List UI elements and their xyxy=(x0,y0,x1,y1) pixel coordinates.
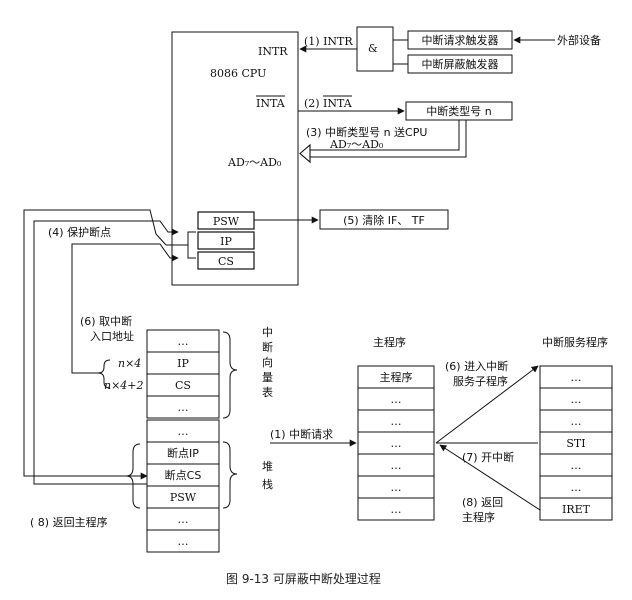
pin-ad-label: AD₇～AD₀ xyxy=(227,156,282,169)
stack-label-char: 堆 xyxy=(262,460,273,473)
isr-cell: … xyxy=(571,371,582,384)
isr-cell: … xyxy=(571,415,582,428)
step6-left-line1: (6) 取中断 xyxy=(80,314,132,328)
stack-cell: … xyxy=(178,535,189,548)
isr-cell: … xyxy=(571,393,582,406)
vector-table: … IP CS … xyxy=(146,329,220,419)
step5-label: (5) 清除 IF、 TF xyxy=(343,213,425,227)
stack-label-char: 栈 xyxy=(262,477,273,491)
stack-cell: … xyxy=(178,425,189,438)
step6-enter-line2: 服务子程序 xyxy=(453,374,508,388)
step6-fetch-arrow xyxy=(71,243,179,374)
step8-return-line2: 主程序 xyxy=(462,510,495,524)
type-number-label: 中断类型号 n xyxy=(426,104,491,118)
stack-cell: … xyxy=(178,513,189,526)
main-cell: … xyxy=(391,393,402,406)
stack-cell: PSW xyxy=(170,491,197,504)
pin-intr-label: INTR xyxy=(258,45,288,58)
main-program-table: 主程序 … … … … … … xyxy=(357,365,435,521)
main-program-title: 主程序 xyxy=(373,335,406,349)
vector-label-char: 中 xyxy=(262,326,273,339)
main-cell: … xyxy=(391,481,402,494)
step4-label: (4) 保护断点 xyxy=(48,225,111,239)
vector-cell: … xyxy=(178,401,189,414)
vector-label-char: 向 xyxy=(262,355,273,369)
isr-table: … … … STI … … IRET xyxy=(539,365,613,521)
reg-cs-box xyxy=(197,251,255,270)
main-cell: … xyxy=(391,459,402,472)
stack-cell: 断点IP xyxy=(167,446,199,460)
vector-cell: … xyxy=(178,335,189,348)
addr-n42-label: n×4+2 xyxy=(104,379,144,392)
figure-caption: 图 9-13 可屏蔽中断处理过程 xyxy=(226,571,381,586)
request-trigger-label: 中断请求触发器 xyxy=(422,33,499,47)
stack-left-brace xyxy=(125,443,141,509)
addr-n4-label: n×4 xyxy=(118,357,141,370)
vector-cell: CS xyxy=(175,379,191,392)
main-cell: … xyxy=(391,437,402,450)
step8-return-loop xyxy=(33,220,179,485)
reg-ip-label: IP xyxy=(220,235,232,248)
vector-label-char: 断 xyxy=(262,340,273,354)
cpu-name: 8086 CPU xyxy=(210,67,266,80)
reg-psw-label: PSW xyxy=(213,215,240,228)
stack-cell: 断点CS xyxy=(165,468,202,482)
vector-label-char: 量 xyxy=(262,371,273,384)
step2-prefix: (2) xyxy=(304,97,320,110)
isr-title: 中断服务程序 xyxy=(542,335,608,349)
step3-label-line2: AD₇～AD₀ xyxy=(329,138,384,151)
step7-label: (7) 开中断 xyxy=(462,450,514,464)
main-cell: … xyxy=(391,503,402,516)
external-device-label: 外部设备 xyxy=(557,33,601,47)
step1-request-label: (1) 中断请求 xyxy=(270,427,333,441)
isr-cell: … xyxy=(571,481,582,494)
reg-ip-box xyxy=(197,231,255,250)
bus-arrow-head xyxy=(299,143,311,164)
isr-cell: IRET xyxy=(562,503,591,516)
step8-return-line1: (8) 返回 xyxy=(462,496,503,509)
vector-label-char: 表 xyxy=(262,385,273,399)
reg-cs-label: CS xyxy=(218,255,234,268)
step3-label-line1: (3) 中断类型号 n 送CPU xyxy=(306,125,427,139)
addr-brace xyxy=(97,359,111,389)
vector-cell: IP xyxy=(177,357,189,370)
step8-return-arrow xyxy=(439,444,541,511)
main-cell: … xyxy=(391,415,402,428)
step2-inta-label: INTA xyxy=(323,97,353,110)
and-gate-symbol: & xyxy=(368,42,378,55)
step8-main-label: ( 8) 返回主程序 xyxy=(30,515,108,529)
stack-table: … 断点IP 断点CS PSW … … xyxy=(146,419,220,553)
isr-cell: … xyxy=(571,459,582,472)
stack-brace xyxy=(222,441,238,509)
isr-cell: STI xyxy=(566,437,585,450)
vector-brace xyxy=(222,331,238,419)
pin-inta-label: INTA xyxy=(256,97,286,110)
step6-enter-arrow xyxy=(435,365,539,444)
main-cell: 主程序 xyxy=(380,370,413,384)
step5-box xyxy=(319,209,449,230)
step1-intr-label: (1) INTR xyxy=(304,35,353,48)
mask-trigger-label: 中断屏蔽触发器 xyxy=(422,57,499,71)
step6-left-line2: 入口地址 xyxy=(90,329,134,343)
step6-enter-line1: (6) 进入中断 xyxy=(445,359,508,373)
step4-loop-arrow xyxy=(23,209,167,480)
